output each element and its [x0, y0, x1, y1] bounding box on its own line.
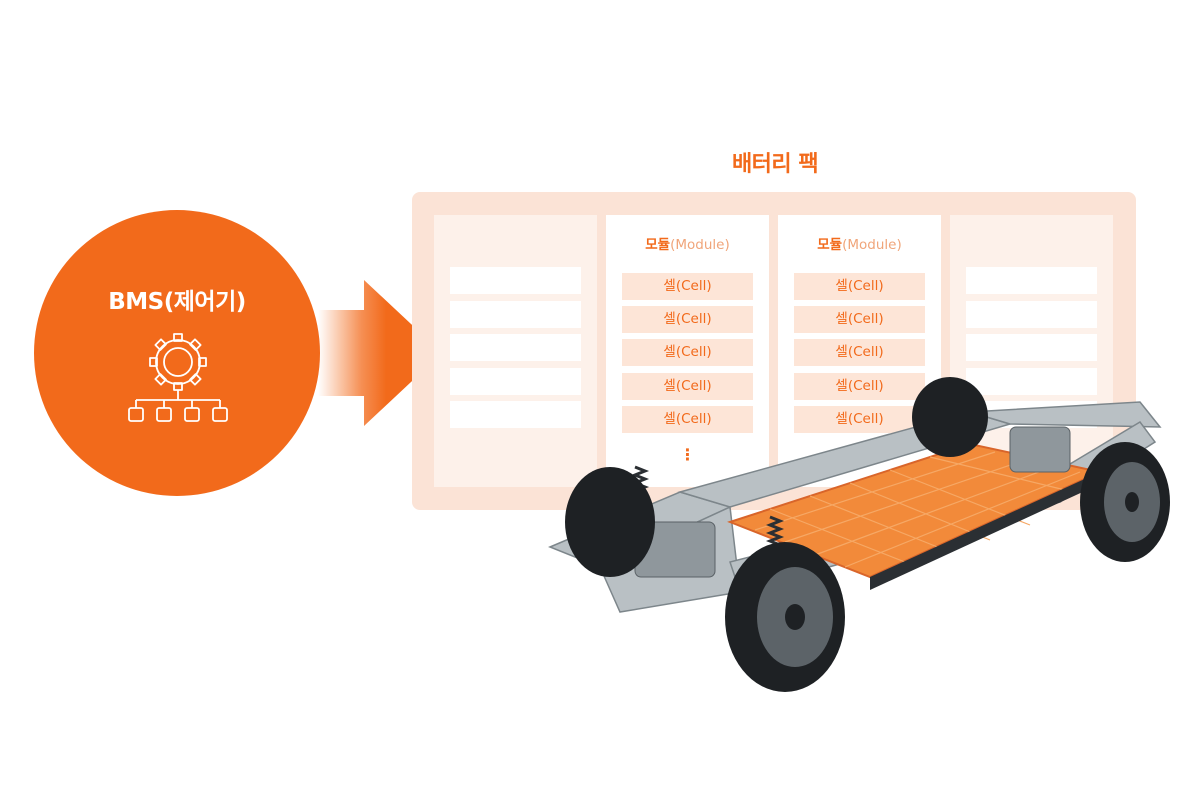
blank-slot [450, 334, 581, 361]
blank-slot [450, 401, 581, 428]
blank-slot [450, 368, 581, 395]
cell: 셀(Cell) [794, 306, 925, 333]
cell: 셀(Cell) [794, 273, 925, 300]
module-1: 모듈(Module) 셀(Cell) 셀(Cell) 셀(Cell) 셀(Cel… [606, 215, 769, 487]
ev-chassis-image [548, 377, 1170, 692]
pack-column-left [434, 215, 597, 487]
blank-slot [966, 334, 1097, 361]
cell: 셀(Cell) [622, 273, 753, 300]
bms-title: BMS(제어기) [108, 289, 246, 315]
blank-slot [450, 267, 581, 294]
cell: 셀(Cell) [622, 306, 753, 333]
battery-pack-title: 배터리 팩 [731, 152, 819, 177]
bms-controller: BMS(제어기) [34, 210, 320, 496]
blank-slot [966, 368, 1097, 395]
module-title: 모듈(Module) [817, 237, 902, 253]
arrow-right-icon [318, 280, 442, 426]
module-title: 모듈(Module) [645, 237, 730, 253]
blank-slot [966, 267, 1097, 294]
gear-with-hierarchy-icon [128, 333, 228, 422]
cell: 셀(Cell) [794, 406, 925, 433]
cell: 셀(Cell) [794, 373, 925, 400]
cell: 셀(Cell) [622, 406, 753, 433]
cell: 셀(Cell) [622, 339, 753, 366]
cell: 셀(Cell) [794, 339, 925, 366]
blank-slot [450, 301, 581, 328]
cell: 셀(Cell) [622, 373, 753, 400]
blank-slot [966, 301, 1097, 328]
